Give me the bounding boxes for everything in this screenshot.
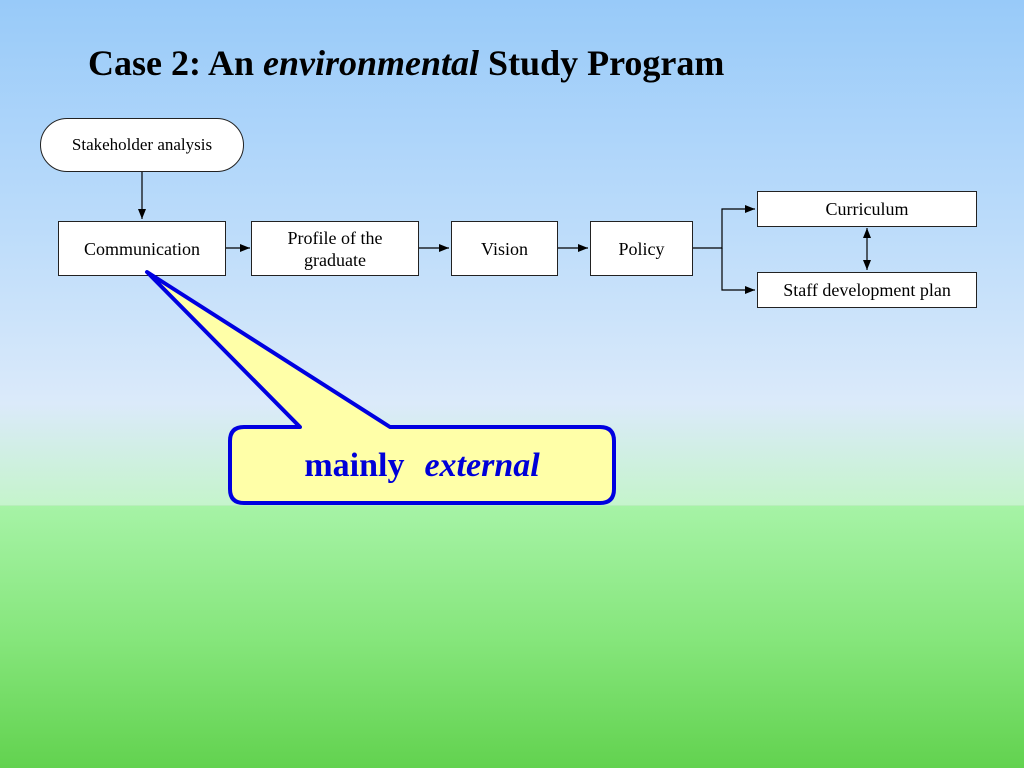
node-vision-label: Vision (481, 238, 528, 259)
slide-title: Case 2: An environmental Study Program (88, 42, 724, 84)
node-stakeholder-label: Stakeholder analysis (71, 135, 213, 154)
node-staff-development-plan: Staff development plan (757, 272, 977, 308)
branch-policy-to-staff (721, 248, 755, 294)
title-emphasis: environmental (263, 43, 480, 83)
node-communication-label: Communication (84, 238, 200, 259)
node-curriculum: Curriculum (757, 191, 977, 227)
callout-emphasis: external (424, 447, 540, 484)
node-staff-label: Staff development plan (783, 280, 951, 300)
node-stakeholder-analysis: Stakeholder analysis (40, 118, 244, 172)
node-curriculum-label: Curriculum (825, 199, 909, 219)
title-prefix: Case 2: An (88, 43, 255, 83)
title-suffix: Study Program (488, 43, 725, 83)
callout-word: mainly (304, 447, 405, 484)
node-profile-of-graduate: Profile of the graduate (251, 221, 419, 276)
node-profile-label-line2: graduate (304, 249, 366, 270)
node-profile-label-line1: Profile of the (287, 227, 383, 248)
branch-policy-to-curriculum (693, 205, 755, 249)
node-communication: Communication (58, 221, 226, 276)
node-policy: Policy (590, 221, 693, 276)
grass-background (0, 505, 1024, 768)
node-vision: Vision (451, 221, 558, 276)
callout-shape (145, 270, 616, 505)
node-policy-label: Policy (618, 238, 665, 259)
callout-text: mainly external (232, 430, 612, 502)
